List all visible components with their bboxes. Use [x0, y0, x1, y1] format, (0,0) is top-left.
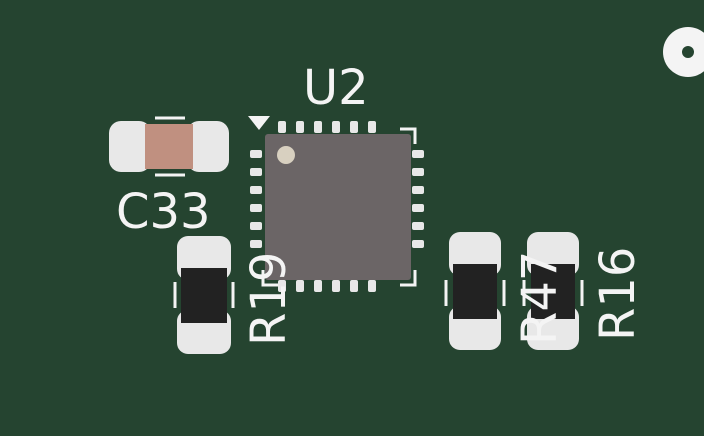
u2-pin1-dot — [277, 146, 295, 164]
r47-body — [453, 264, 497, 319]
pin1-marker-icon — [248, 116, 270, 130]
label-r47: R47 — [512, 251, 568, 345]
label-u2: U2 — [303, 60, 369, 116]
label-c33: C33 — [116, 184, 211, 240]
label-r19: R19 — [241, 252, 297, 346]
r16-body — [531, 264, 575, 319]
r19-body — [181, 268, 227, 323]
resistor-r47[interactable] — [444, 232, 506, 350]
capacitor-c33[interactable] — [109, 116, 229, 177]
u2-courtyard — [261, 127, 417, 287]
fiducial-icon[interactable] — [663, 27, 704, 77]
u2-pads — [250, 121, 424, 292]
resistor-r16[interactable] — [522, 232, 584, 350]
u2-body — [265, 134, 411, 280]
resistor-r19[interactable] — [173, 236, 235, 354]
c33-pad-left — [109, 121, 151, 172]
c33-body — [145, 124, 193, 169]
c33-pad-right — [187, 121, 229, 172]
ic-u2[interactable] — [248, 116, 424, 292]
label-r16: R16 — [590, 247, 646, 341]
